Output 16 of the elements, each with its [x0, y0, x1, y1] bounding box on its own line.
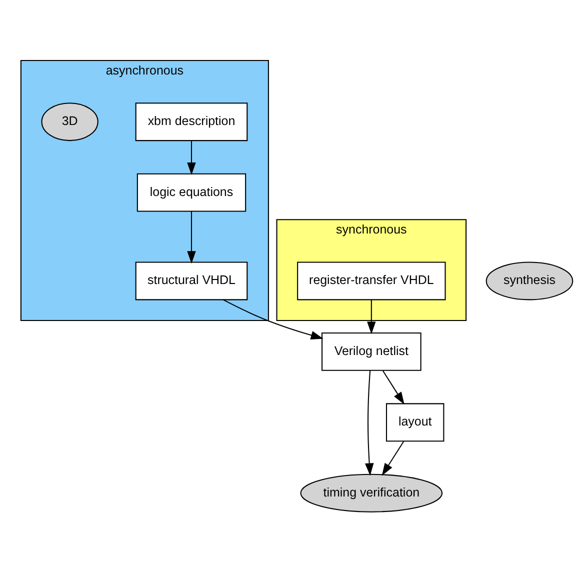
node-ellipse: synthesis [486, 261, 574, 300]
node-box: register-transfer VHDL [297, 261, 446, 300]
arrow [364, 370, 374, 476]
arrow [382, 440, 404, 476]
arrow [187, 211, 196, 264]
node-box: logic equations [136, 172, 246, 212]
node-box: Verilog netlist [322, 332, 422, 370]
arrow [367, 300, 376, 334]
arrow [382, 370, 404, 404]
arrow [187, 140, 196, 174]
node-box: xbm description [135, 102, 248, 141]
node-box: structural VHDL [135, 261, 248, 300]
arrow [223, 298, 324, 339]
node-ellipse: timing verification [300, 473, 443, 512]
node-box: layout [386, 402, 444, 442]
node-ellipse: 3D [41, 102, 98, 141]
